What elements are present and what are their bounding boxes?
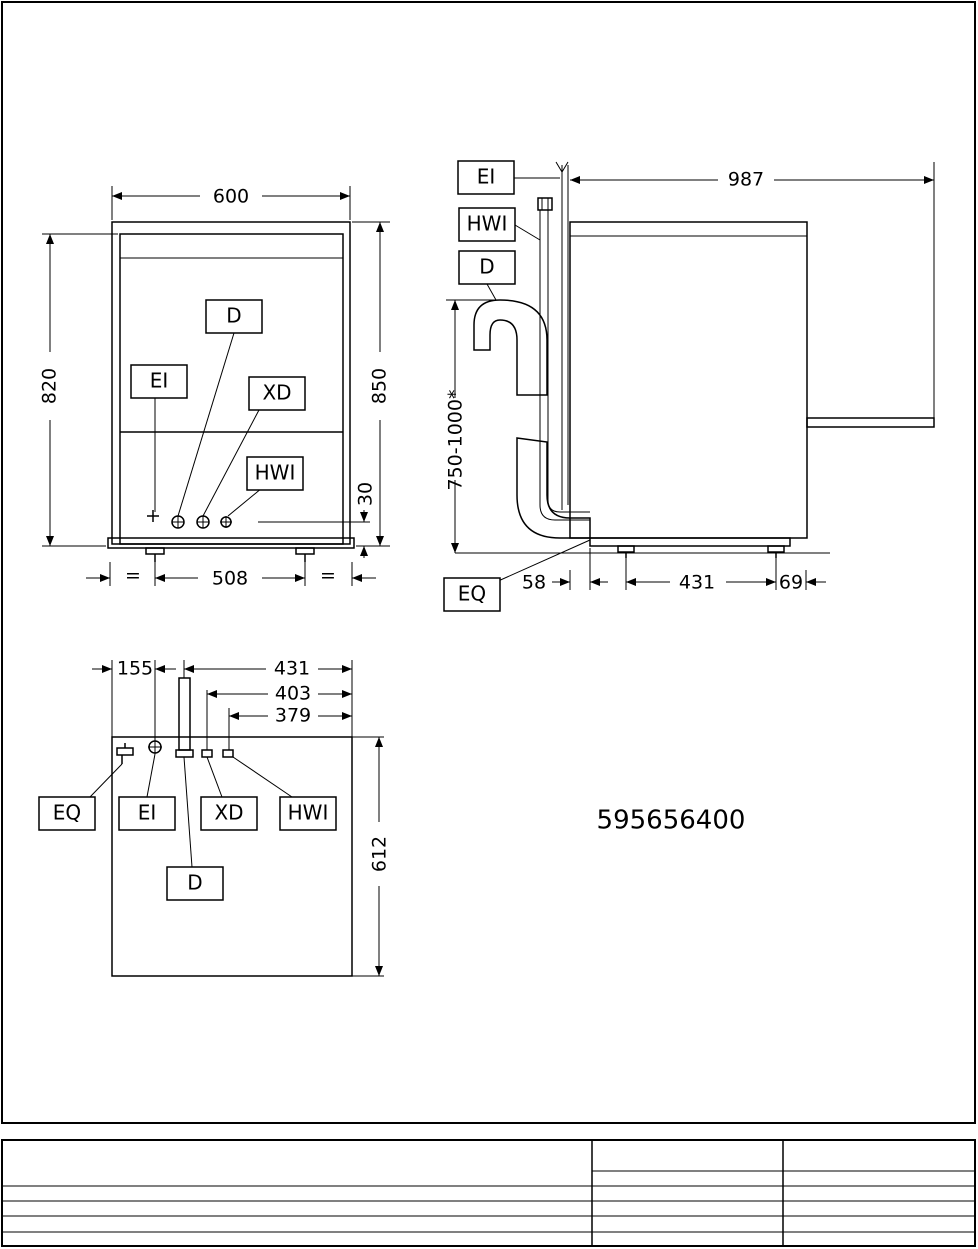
dim-front-height-total: 850 xyxy=(369,368,391,404)
label-ei-front: EI xyxy=(150,369,169,393)
label-d-front: D xyxy=(226,304,241,328)
side-body xyxy=(569,221,808,539)
label-d-side: D xyxy=(479,255,494,279)
label-ei-side: EI xyxy=(477,165,496,189)
dim-front-equal-right: = xyxy=(320,565,336,587)
dim-side-feet: 431 xyxy=(679,572,715,594)
front-base xyxy=(107,537,355,549)
drain-hose-bottom xyxy=(516,437,591,539)
front-inner xyxy=(119,233,344,545)
front-foot-left xyxy=(145,547,165,555)
side-base xyxy=(589,537,791,547)
model-code: 595656400 xyxy=(597,806,746,836)
top-hwi-conn xyxy=(222,749,234,758)
dim-top-depth: 612 xyxy=(369,836,391,872)
dim-top-hwi: 379 xyxy=(275,705,311,727)
side-hwi-fitting xyxy=(537,197,553,211)
dim-front-height-inner: 820 xyxy=(39,368,61,404)
label-xd-front: XD xyxy=(262,381,291,405)
title-block xyxy=(1,1139,976,1247)
dim-side-drain-height: 750-1000* xyxy=(445,390,467,491)
dim-front-foot-spacing: 508 xyxy=(212,568,248,590)
label-ei-top: EI xyxy=(138,801,157,825)
dim-top-d: 431 xyxy=(274,658,310,680)
top-eq-terminal xyxy=(116,747,134,756)
front-view: D EI XD HWI 600 820 850 xyxy=(39,186,391,590)
label-hwi-top: HWI xyxy=(288,801,329,825)
dim-front-offset: 30 xyxy=(355,482,377,506)
dim-side-offset: 58 xyxy=(522,572,546,594)
dim-front-equal-left: = xyxy=(125,565,141,587)
dim-side-depth: 987 xyxy=(728,169,764,191)
dim-top-offset-ei: 155 xyxy=(117,658,153,680)
label-hwi-side: HWI xyxy=(467,212,508,236)
dim-side-rear: 69 xyxy=(779,572,803,594)
label-xd-top: XD xyxy=(214,801,243,825)
label-d-top: D xyxy=(187,871,202,895)
top-xd-conn xyxy=(201,749,213,758)
dim-top-xd: 403 xyxy=(275,683,311,705)
label-eq-top: EQ xyxy=(53,801,81,825)
top-body xyxy=(111,736,353,977)
dim-front-width: 600 xyxy=(213,186,249,208)
sheet-frame xyxy=(1,1,976,1124)
top-drain-pipe xyxy=(178,677,191,751)
label-eq-side: EQ xyxy=(458,582,486,606)
front-foot-right xyxy=(295,547,315,555)
top-view: 155 431 403 379 612 EQ EI xyxy=(38,658,391,977)
label-hwi-front: HWI xyxy=(255,461,296,485)
drain-hose-top xyxy=(473,299,548,396)
side-view: EI HWI D EQ 987 750-1000* 58 xyxy=(443,160,935,612)
side-door-open xyxy=(806,417,935,428)
